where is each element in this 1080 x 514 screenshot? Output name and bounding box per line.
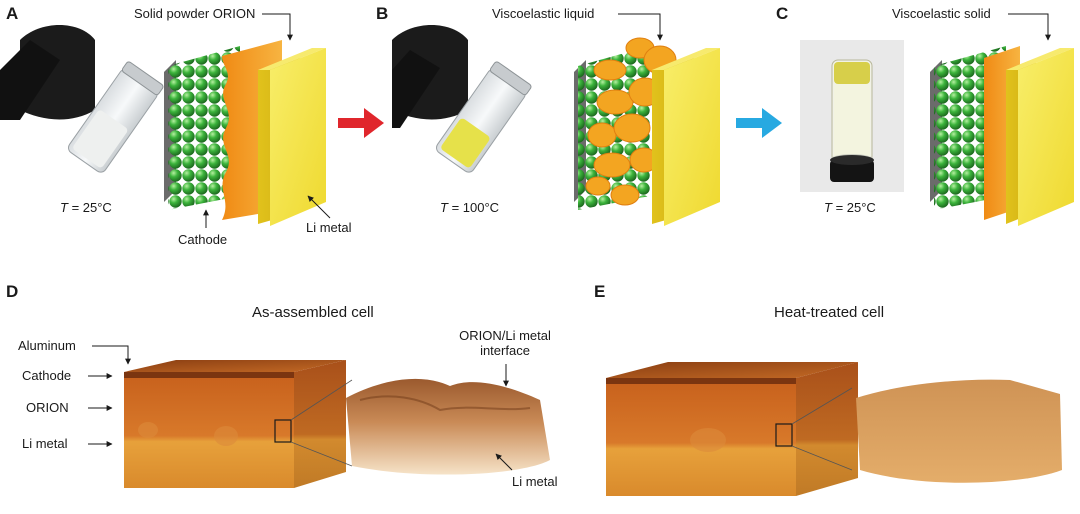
panel-c-vial-photo [800, 40, 904, 192]
panel-c-cell-schematic [930, 46, 1074, 226]
panel-label-c: C [776, 4, 789, 23]
label-d-orion: ORION [26, 400, 69, 415]
panel-label-b: B [376, 4, 389, 23]
label-li-metal: Li metal [306, 220, 352, 235]
temperature-b: T = 100°C [440, 200, 500, 215]
panel-label-d: D [6, 282, 19, 301]
panel-label-a: A [6, 4, 19, 23]
panel-e-zoom-view [856, 379, 1062, 483]
title-heat-treated-cell: Heat-treated cell [774, 304, 885, 321]
panel-d-cell-block [124, 360, 346, 488]
panel-a-vial-photo [0, 25, 164, 173]
label-solid-powder-orion: Solid powder ORION [134, 6, 256, 21]
temperature-a: T = 25°C [60, 200, 112, 215]
panel-b-vial-photo [392, 25, 532, 173]
label-d-zoom-li-metal: Li metal [512, 474, 558, 489]
label-viscoelastic-solid: Viscoelastic solid [892, 6, 991, 21]
label-d-cathode: Cathode [22, 368, 72, 383]
panel-b-cell-schematic [574, 37, 720, 226]
title-as-assembled-cell: As-assembled cell [252, 304, 374, 321]
temperature-c: T = 25°C [824, 200, 876, 215]
blue-arrow [736, 108, 782, 138]
panel-e-cell-block [606, 362, 858, 496]
label-aluminum: Aluminum [18, 338, 76, 353]
panel-d-zoom-view [346, 378, 550, 475]
panel-d-leaders [88, 345, 513, 471]
red-arrow [338, 108, 384, 138]
panel-a-cell-schematic [164, 40, 326, 226]
panel-d-zoom-lines [290, 379, 353, 467]
label-cathode: Cathode [178, 232, 228, 247]
panel-label-e: E [594, 282, 606, 301]
label-d-li-metal: Li metal [22, 436, 68, 451]
label-viscoelastic-liquid: Viscoelastic liquid [492, 6, 595, 21]
label-orion-li-interface: ORION/Li metal interface [459, 328, 551, 358]
panel-e-zoom-lines [791, 387, 853, 471]
callout-lines-top [203, 13, 1051, 228]
